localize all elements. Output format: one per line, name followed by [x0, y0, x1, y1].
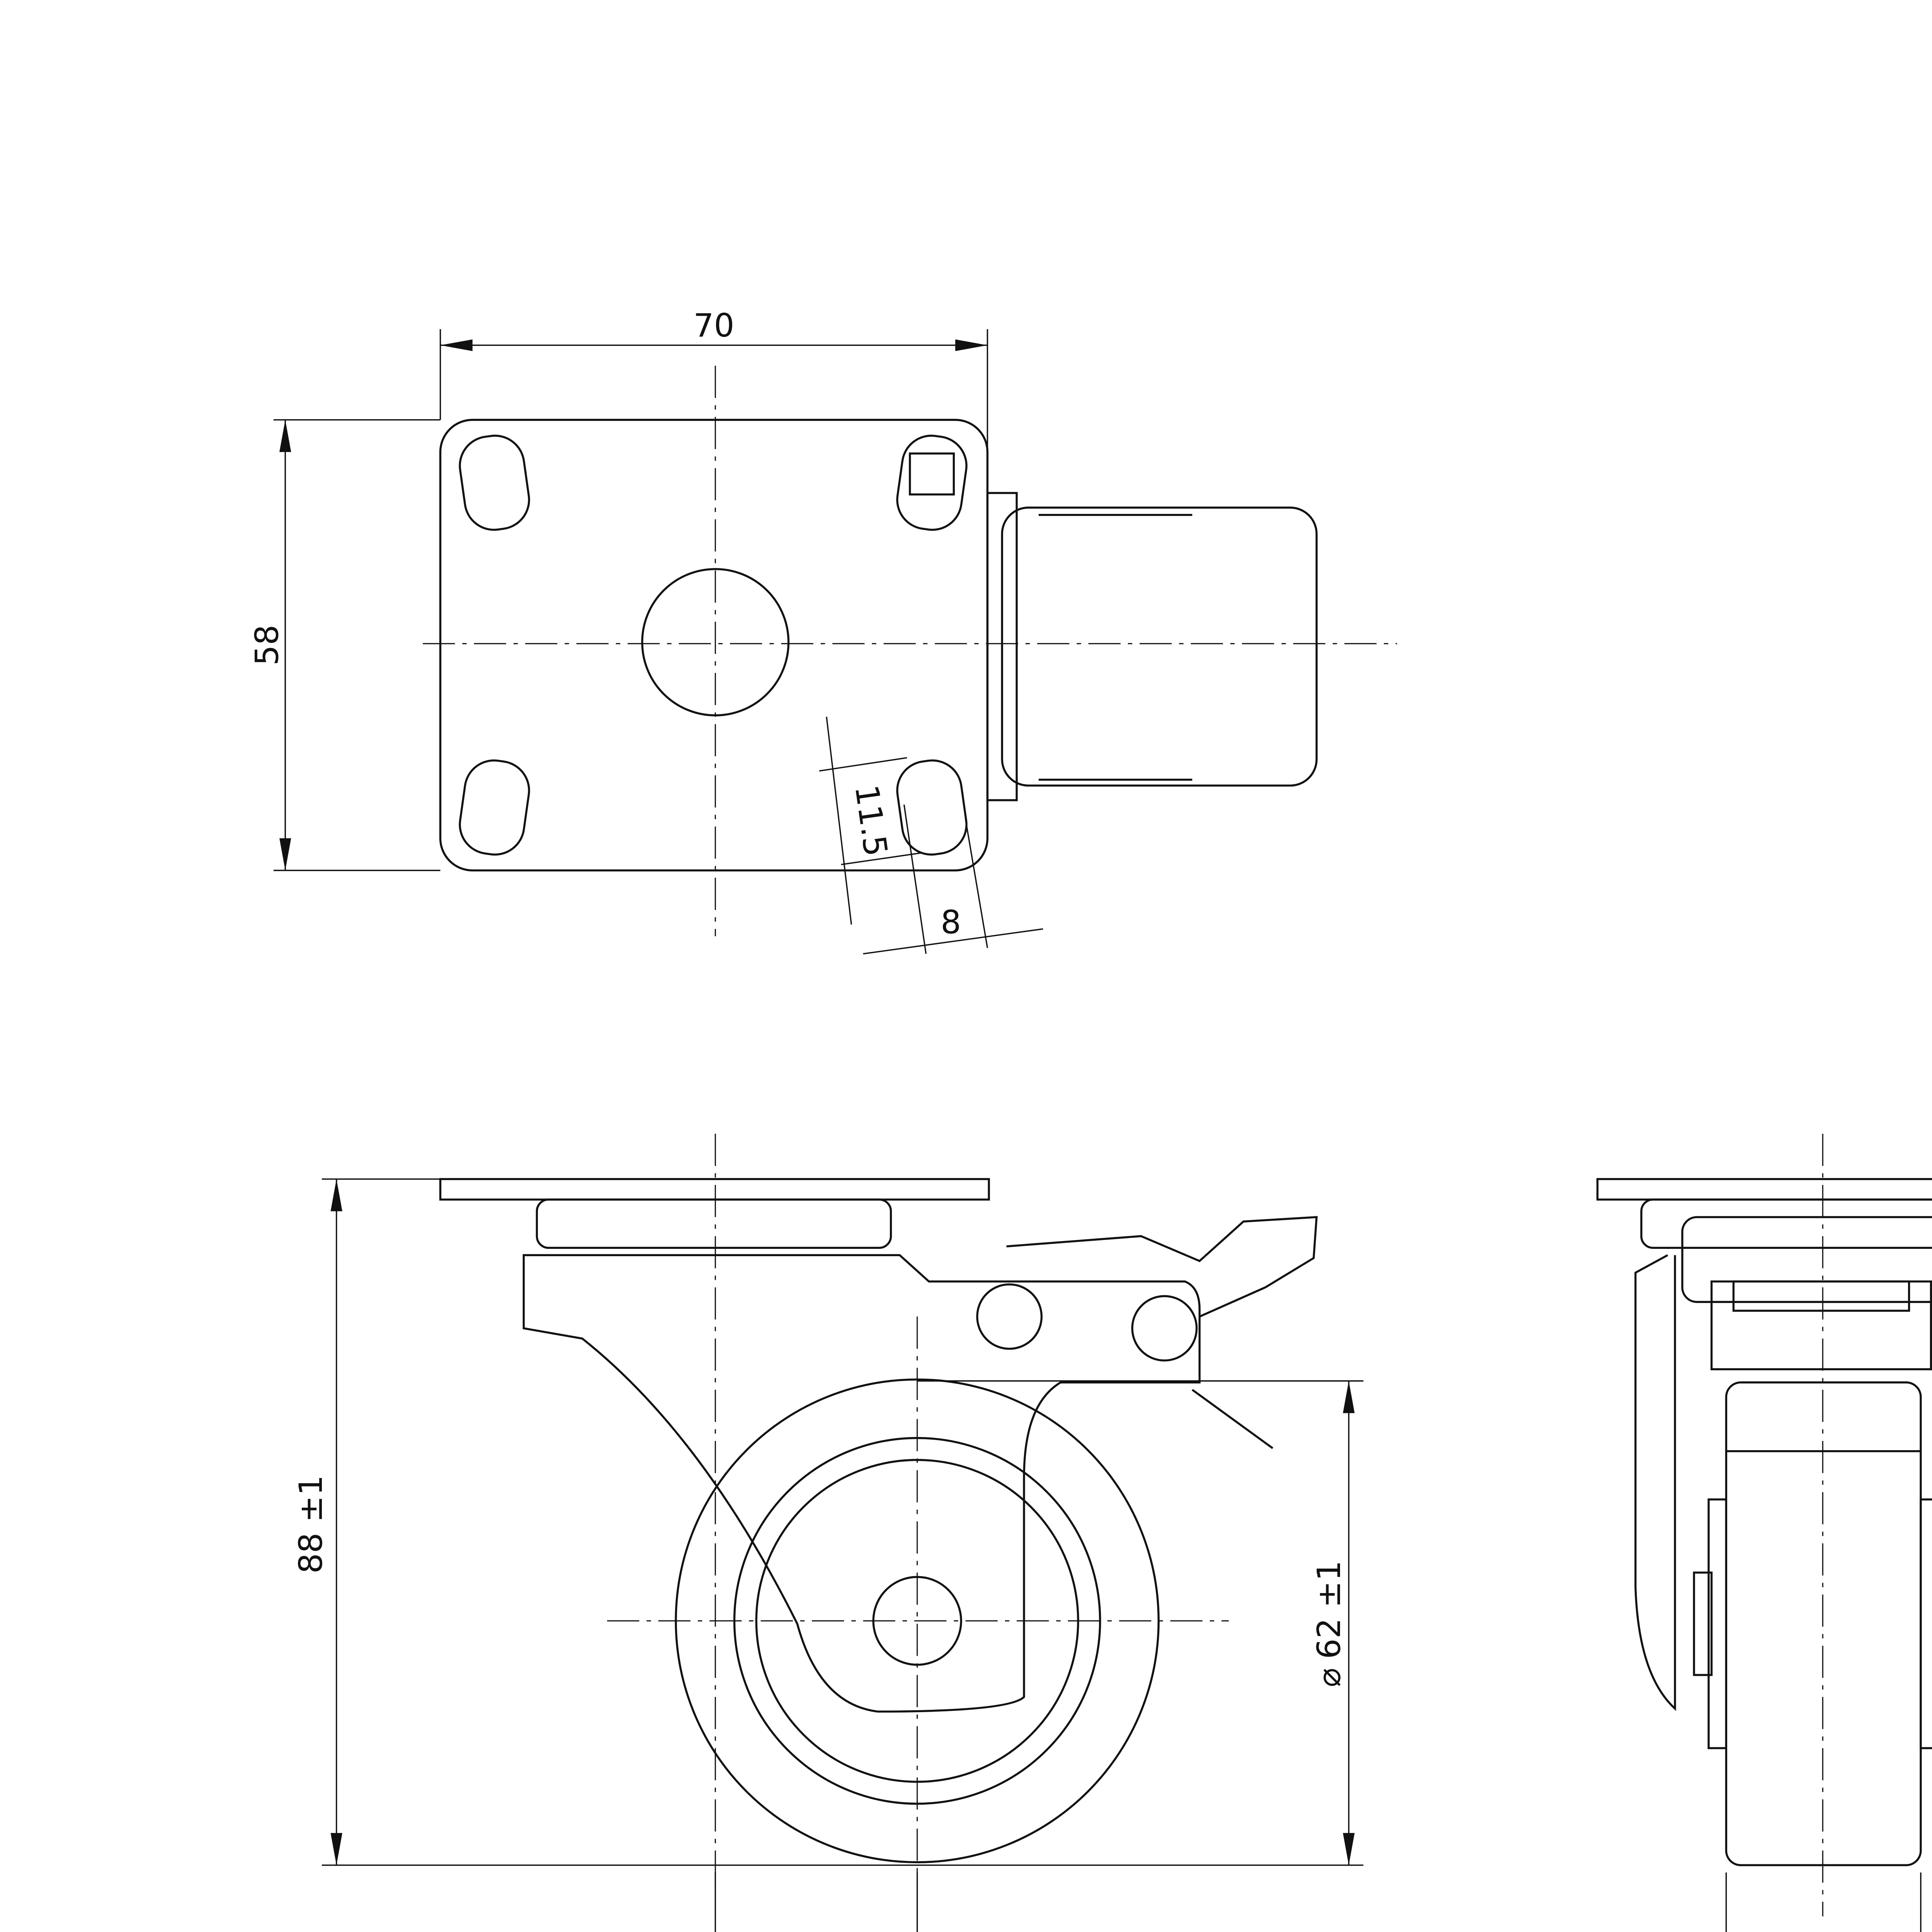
front-view	[1596, 1134, 1932, 1917]
side-view	[439, 1134, 1318, 1887]
side-view-dimensions	[321, 1178, 1364, 1932]
dim-plate-height: 58	[248, 625, 286, 666]
front-view-dimensions	[1725, 1872, 1922, 1932]
dim-wheel-diameter-value: 62 ±1	[1310, 1560, 1348, 1659]
dim-overall-height: 88 ±1	[292, 1475, 330, 1573]
dim-slot-length: 11.5	[847, 782, 895, 859]
top-view-dimensions	[273, 329, 1043, 955]
dim-slot-width: 8	[940, 903, 961, 941]
dim-wheel-diameter: ⌀ 62 ±1	[1310, 1560, 1348, 1687]
dim-plate-width: 70	[694, 307, 735, 344]
top-view	[423, 366, 1397, 936]
diameter-symbol: ⌀	[1310, 1668, 1348, 1687]
